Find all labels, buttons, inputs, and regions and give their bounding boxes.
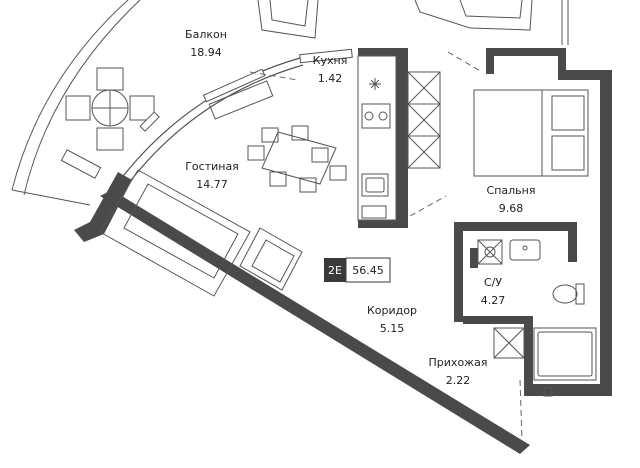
apartment-badge: 2E 56.45 [324,257,391,283]
tv-console [208,80,274,120]
room-name: Гостиная [185,160,239,173]
balcony-lounge-chairs [257,0,533,39]
balcony-table-set [65,67,155,151]
total-area: 56.45 [352,264,384,277]
hallway-cabinet [493,327,525,359]
room-name: Спальня [487,184,536,197]
walls [74,48,612,454]
kitchen-tall-units [407,71,441,169]
entrance-marker [543,387,553,397]
dining-set [247,125,347,193]
room-area: 1.42 [318,72,343,85]
total-area-box [345,257,391,283]
room-area: 4.27 [481,294,506,307]
room-label-bathroom: С/У 4.27 [481,276,506,307]
sofa [99,169,251,297]
apartment-type-box [324,258,346,282]
room-label-hallway: Прихожая 2.22 [429,356,488,387]
door-lines [249,51,523,441]
bed [473,89,589,177]
hood-icon [369,78,381,90]
balcony-outline [11,0,141,206]
room-name: Прихожая [429,356,488,369]
balcony-stub [60,149,102,179]
room-label-corridor: Коридор 5.15 [367,304,417,335]
room-area: 9.68 [499,202,524,215]
room-label-living: Гостиная 14.77 [185,160,239,191]
room-label-kitchen: Кухня 1.42 [313,54,348,85]
room-name: С/У [484,276,502,289]
room-area: 5.15 [380,322,405,335]
room-name: Кухня [313,54,348,67]
living-glazing [119,57,304,185]
room-label-balcony: Балкон 18.94 [185,28,227,59]
apartment-type: 2E [328,264,342,277]
room-area: 18.94 [190,46,222,59]
armchair [239,227,303,291]
balcony-window-right [561,0,569,45]
glazing-frames [139,48,353,132]
kitchen-counter [357,55,397,221]
bathroom-fixtures [477,239,597,381]
room-area: 14.77 [196,178,228,191]
room-label-bedroom: Спальня 9.68 [487,184,536,215]
room-area: 2.22 [446,374,471,387]
room-name: Коридор [367,304,417,317]
room-name: Балкон [185,28,227,41]
